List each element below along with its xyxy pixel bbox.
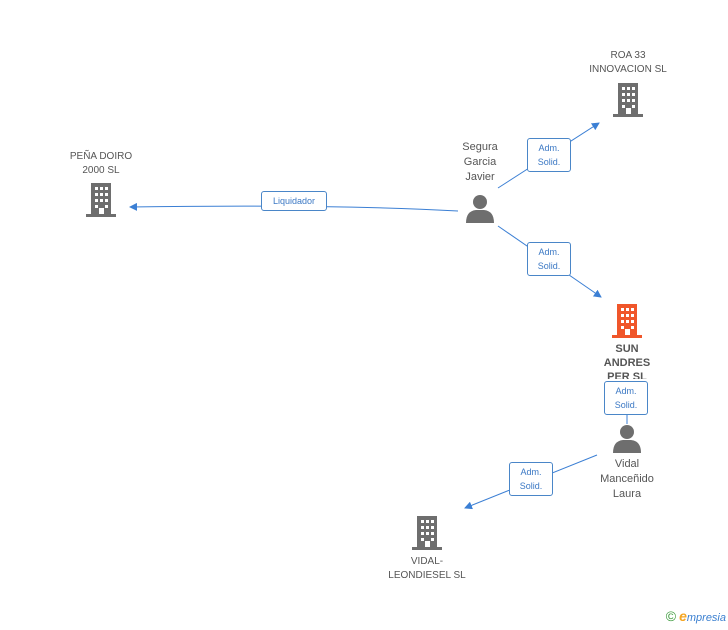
edge-label-adm-roa: Adm. Solid. (527, 138, 571, 172)
person-segura-line3: Javier (465, 171, 495, 183)
edge-label-adm-vidal-sun-line2: Solid. (614, 400, 638, 410)
edge-label-adm-vidal-leon-line1: Adm. (520, 467, 542, 477)
brand-logo-text: mpresia (686, 612, 726, 624)
person-segura-line2: Garcia (463, 156, 497, 168)
company-vidal-leondiesel-line2: LEONDIESEL SL (388, 570, 466, 581)
footer-brand: ©empresia (666, 608, 726, 624)
person-vidal-line3: Laura (612, 488, 642, 500)
edge-label-adm-roa-line1: Adm. (538, 143, 560, 153)
company-roa33-line2: INNOVACION SL (589, 64, 667, 75)
edge-label-adm-roa-line2: Solid. (537, 157, 561, 167)
person-icon (613, 425, 641, 453)
building-icon (612, 304, 642, 338)
company-pena-doiro[interactable]: PEÑA DOIRO 2000 SL (49, 150, 153, 219)
person-vidal-line2: Manceñido (600, 473, 654, 485)
edge-label-adm-sun: Adm. Solid. (527, 242, 571, 276)
building-icon (412, 516, 442, 550)
company-pena-doiro-line2: 2000 SL (82, 165, 120, 176)
company-sun-andres-line2: ANDRES (603, 357, 651, 369)
person-segura[interactable]: Segura Garcia Javier (444, 140, 516, 224)
company-roa33-line1: ROA 33 (610, 50, 646, 61)
edge-label-liquidador: Liquidador (261, 191, 327, 211)
edge-label-adm-vidal-sun-line1: Adm. (615, 386, 637, 396)
company-sun-andres[interactable]: SUN ANDRES PER SL (592, 302, 662, 379)
edge-label-adm-vidal-leon-line2: Solid. (519, 481, 543, 491)
person-segura-line1: Segura (462, 141, 498, 153)
building-icon (613, 83, 643, 117)
company-sun-andres-line3: PER SL (607, 371, 647, 379)
company-vidal-leondiesel-line1: VIDAL- (410, 556, 444, 567)
person-vidal-line1: Vidal (614, 458, 640, 470)
brand-logo-e: e (679, 608, 687, 624)
edge-label-liquidador-text: Liquidador (272, 196, 316, 206)
company-sun-andres-line1: SUN (615, 343, 639, 355)
company-pena-doiro-line1: PEÑA DOIRO (69, 151, 133, 162)
edge-label-adm-sun-line2: Solid. (537, 261, 561, 271)
person-vidal[interactable]: Vidal Manceñido Laura (587, 424, 667, 502)
edge-label-adm-sun-line1: Adm. (538, 247, 560, 257)
edge-label-adm-vidal-sun: Adm. Solid. (604, 381, 648, 415)
company-roa33[interactable]: ROA 33 INNOVACION SL (572, 49, 684, 119)
building-icon (86, 183, 116, 217)
copyright-symbol: © (665, 608, 677, 624)
company-vidal-leondiesel[interactable]: VIDAL- LEONDIESEL SL (376, 514, 478, 583)
edge-label-adm-vidal-leon: Adm. Solid. (509, 462, 553, 496)
person-icon (466, 195, 494, 223)
